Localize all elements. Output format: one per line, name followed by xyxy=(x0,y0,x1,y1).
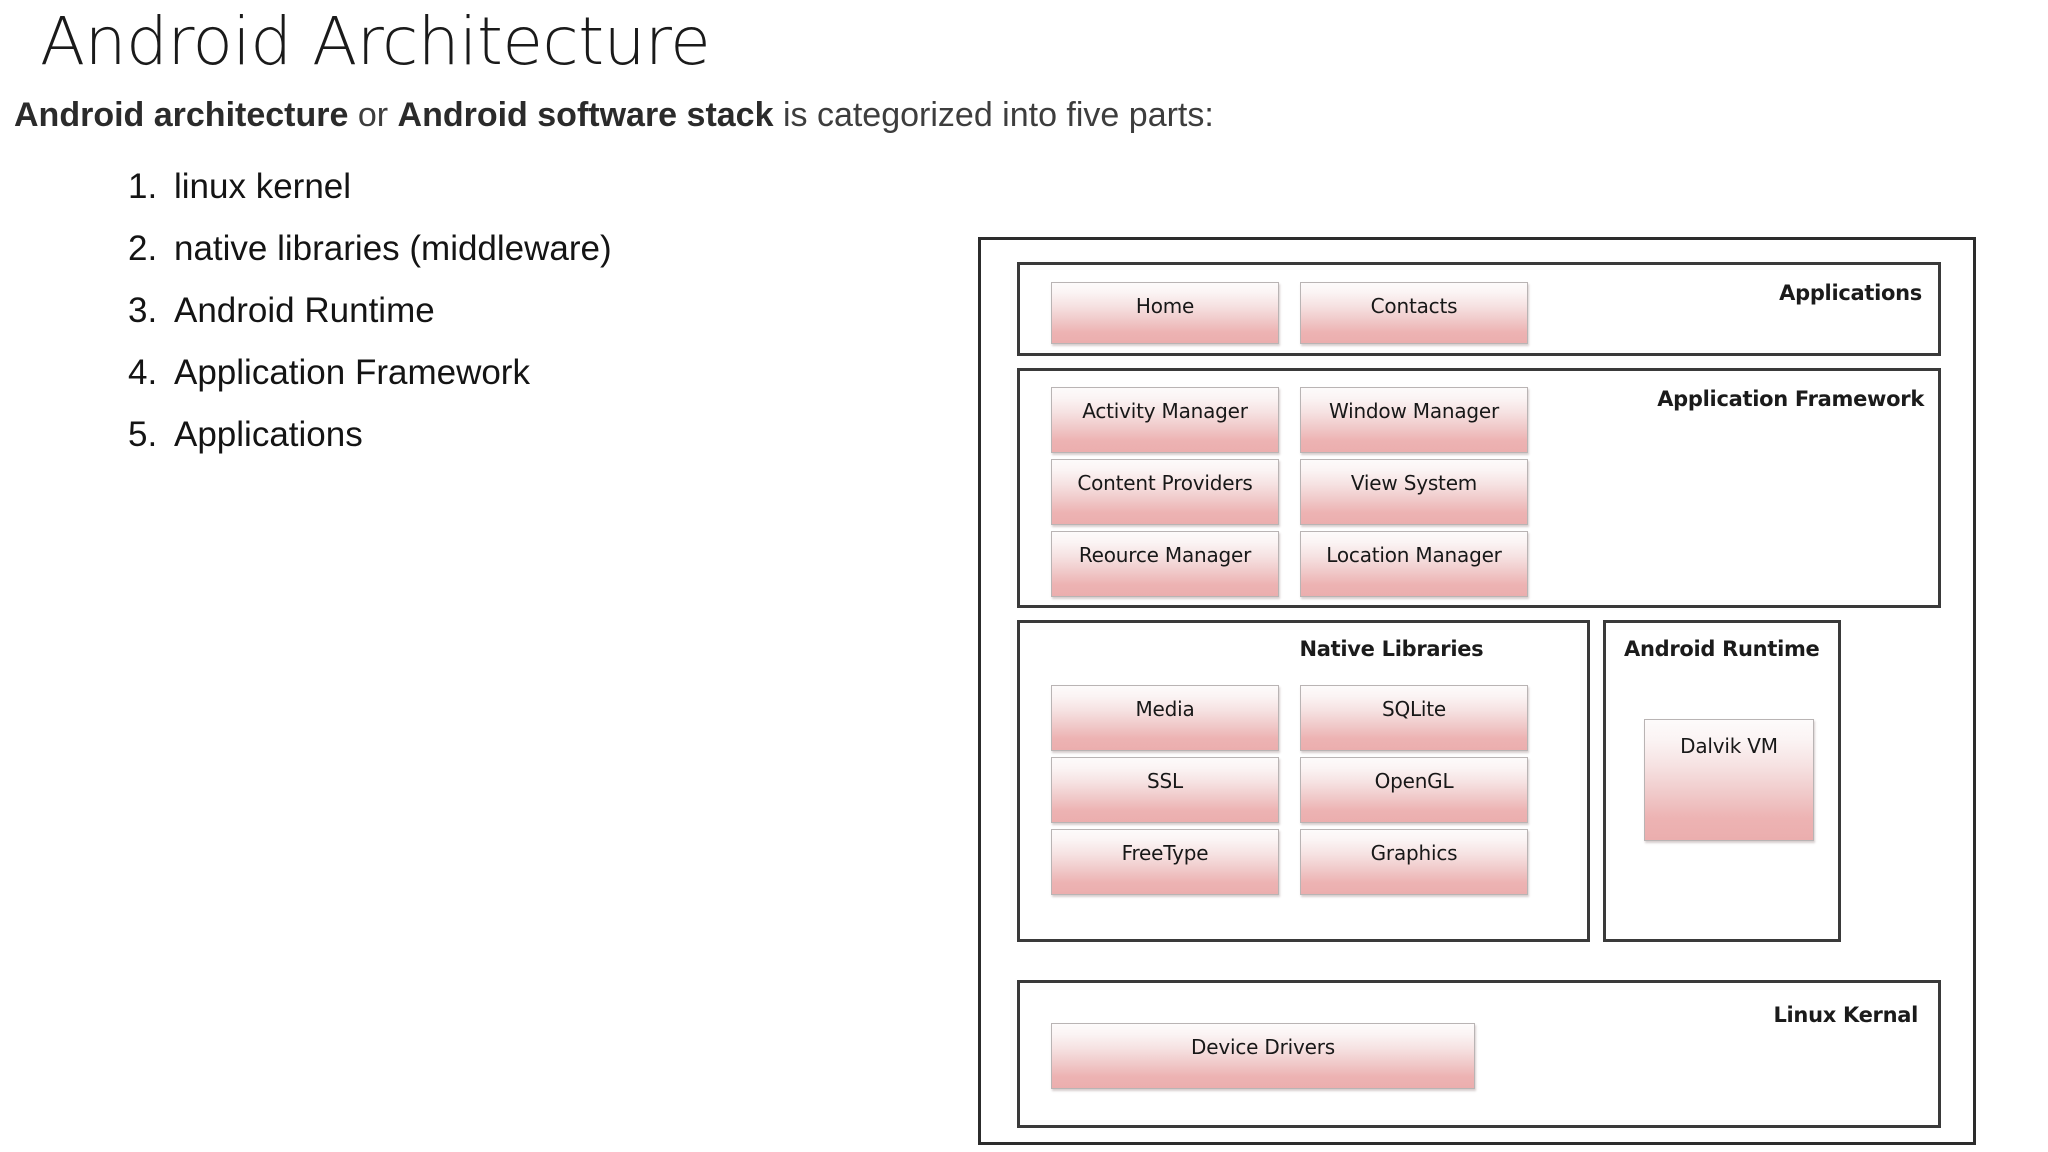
box-dalvik-vm: Dalvik VM xyxy=(1644,719,1814,841)
box-label: Window Manager xyxy=(1328,399,1500,423)
box-label: View System xyxy=(1350,471,1478,495)
box-freetype: FreeType xyxy=(1051,829,1279,895)
box-reource-manager: Reource Manager xyxy=(1051,531,1279,597)
layer-linux-kernel: Linux Kernal Device Drivers xyxy=(1017,980,1941,1128)
list-item: 2. native libraries (middleware) xyxy=(128,218,848,280)
box-media: Media xyxy=(1051,685,1279,751)
list-item-number: 3. xyxy=(128,291,158,330)
list-item-number: 2. xyxy=(128,229,158,268)
intro-paragraph: Android architecture or Android software… xyxy=(14,94,1214,137)
box-ssl: SSL xyxy=(1051,757,1279,823)
layer-title-native-libraries: Native Libraries xyxy=(1299,637,1484,661)
list-item-number: 5. xyxy=(128,415,158,454)
box-home: Home xyxy=(1051,282,1279,344)
box-label: Location Manager xyxy=(1326,543,1502,567)
box-label: OpenGL xyxy=(1374,769,1454,793)
intro-tail: is categorized into five parts: xyxy=(773,96,1214,134)
list-item-label: Application Framework xyxy=(174,353,530,392)
box-label: Home xyxy=(1135,294,1195,318)
box-graphics: Graphics xyxy=(1300,829,1528,895)
box-label: Activity Manager xyxy=(1082,399,1248,423)
list-item-number: 1. xyxy=(128,167,158,206)
box-sqlite: SQLite xyxy=(1300,685,1528,751)
intro-bold-android-software-stack: Android software stack xyxy=(397,96,774,134)
box-opengl: OpenGL xyxy=(1300,757,1528,823)
list-item-label: Applications xyxy=(174,415,363,454)
box-label: Device Drivers xyxy=(1191,1035,1335,1059)
box-label: FreeType xyxy=(1121,841,1209,865)
box-label: Graphics xyxy=(1370,841,1458,865)
box-device-drivers: Device Drivers xyxy=(1051,1023,1475,1089)
box-activity-manager: Activity Manager xyxy=(1051,387,1279,453)
layer-title-android-runtime: Android Runtime xyxy=(1624,637,1820,661)
box-label: SQLite xyxy=(1381,697,1447,721)
box-label: Content Providers xyxy=(1077,471,1253,495)
list-item: 1. linux kernel xyxy=(128,156,848,218)
box-view-system: View System xyxy=(1300,459,1528,525)
box-label: Media xyxy=(1135,697,1195,721)
page-title: Android Architecture xyxy=(40,3,711,80)
list-item-label: linux kernel xyxy=(174,167,352,206)
layer-applications: Applications Home Contacts xyxy=(1017,262,1941,356)
box-label: Dalvik VM xyxy=(1680,734,1778,758)
layer-title-application-framework: Application Framework xyxy=(1657,387,1924,411)
box-label: Contacts xyxy=(1370,294,1458,318)
box-window-manager: Window Manager xyxy=(1300,387,1528,453)
list-item: 5. Applications xyxy=(128,404,848,466)
list-item-label: native libraries (middleware) xyxy=(174,229,612,268)
list-item-number: 4. xyxy=(128,353,158,392)
list-item: 3. Android Runtime xyxy=(128,280,848,342)
list-item-label: Android Runtime xyxy=(174,291,435,330)
layer-application-framework: Application Framework Activity Manager C… xyxy=(1017,368,1941,608)
box-label: Reource Manager xyxy=(1078,543,1252,567)
box-location-manager: Location Manager xyxy=(1300,531,1528,597)
box-label: SSL xyxy=(1147,769,1183,793)
layer-native-libraries: Native Libraries Media SSL FreeType SQLi… xyxy=(1017,620,1590,942)
box-content-providers: Content Providers xyxy=(1051,459,1279,525)
intro-connector: or xyxy=(348,96,398,134)
intro-bold-android-architecture: Android architecture xyxy=(14,96,349,134)
layer-title-applications: Applications xyxy=(1779,281,1922,305)
layer-android-runtime: Android Runtime Dalvik VM xyxy=(1603,620,1841,942)
numbered-list: 1. linux kernel 2. native libraries (mid… xyxy=(128,156,848,466)
list-item: 4. Application Framework xyxy=(128,342,848,404)
box-contacts: Contacts xyxy=(1300,282,1528,344)
layer-title-linux-kernel: Linux Kernal xyxy=(1773,1003,1918,1027)
android-architecture-diagram: Applications Home Contacts Application F… xyxy=(978,237,1976,1145)
